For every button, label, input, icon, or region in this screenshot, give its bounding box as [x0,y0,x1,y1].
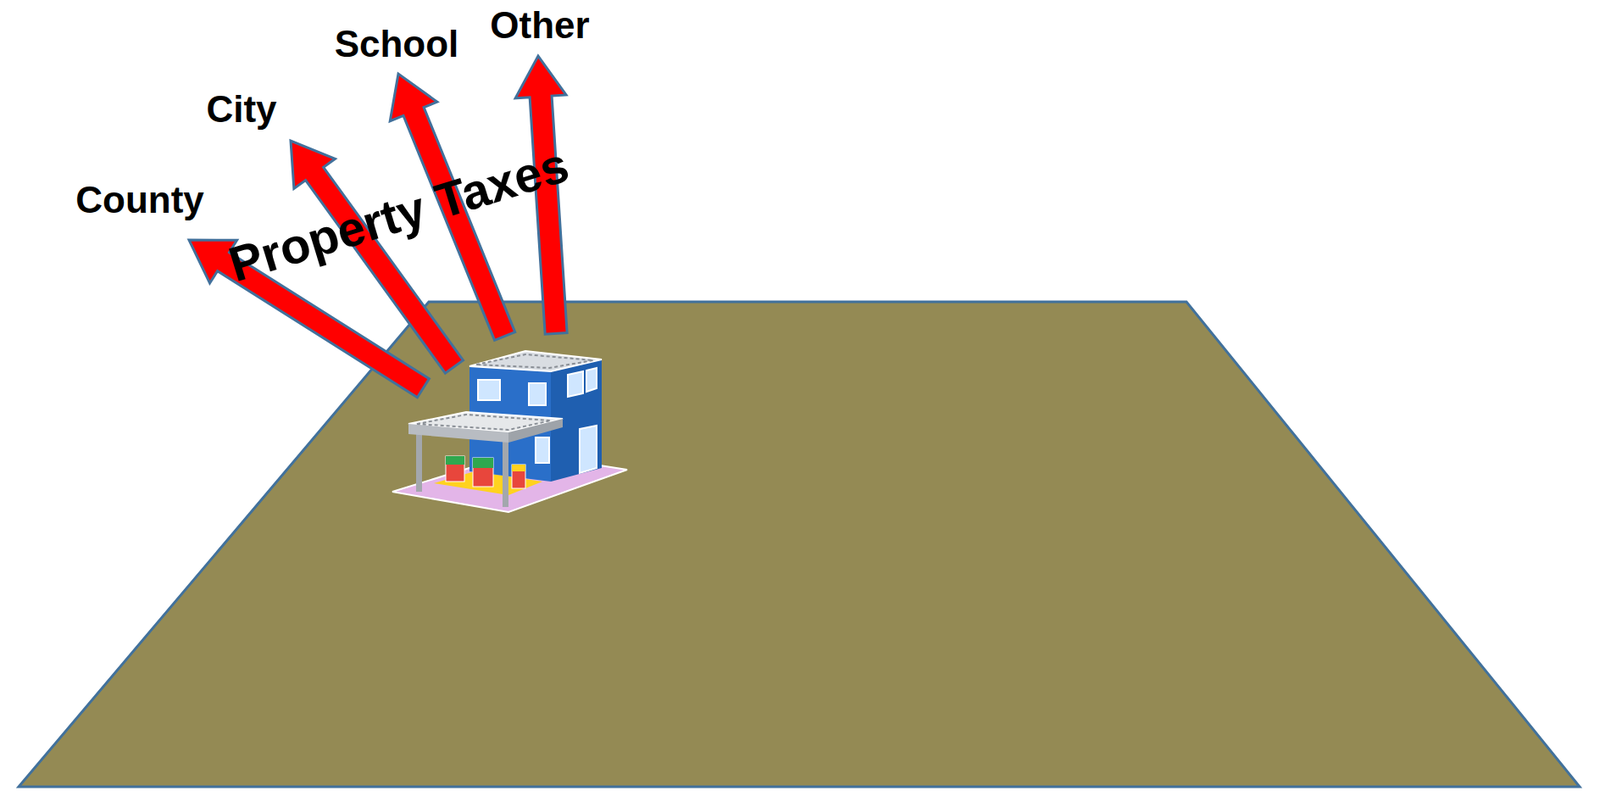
gas-station-building [392,350,628,512]
county-label: County [75,181,205,219]
school-label: School [334,25,460,63]
city-label: City [205,90,277,128]
land-parcel [18,301,1580,787]
main-label: Property Taxes [222,139,574,290]
other-label: Other [489,6,589,45]
